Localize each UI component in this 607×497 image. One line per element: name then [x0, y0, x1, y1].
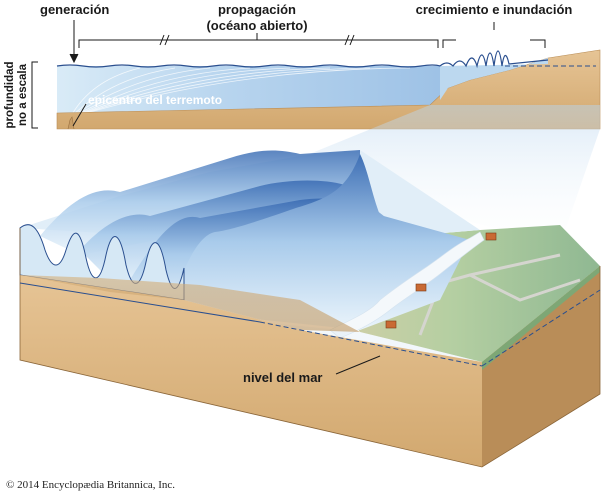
- label-growth: crecimiento e inundación: [416, 2, 573, 17]
- label-propagation-2: (océano abierto): [206, 18, 307, 33]
- houses: [385, 232, 497, 329]
- label-depth-2: no a escala: [17, 63, 29, 126]
- sea-level-dashed-side: [481, 289, 601, 367]
- sea-level-solid-water: [19, 282, 261, 323]
- leading-wave: [170, 154, 470, 330]
- label-sea-level: nivel del mar: [243, 370, 322, 385]
- label-epicenter: epicentro del terremoto: [88, 93, 222, 107]
- top-annotations: [31, 20, 546, 129]
- generation-ripples: [69, 67, 411, 119]
- block-diagram: [19, 150, 601, 468]
- house-icon: [385, 320, 397, 329]
- foam-line: [329, 231, 485, 339]
- house-icon: [485, 232, 497, 241]
- sea-level-dashed-land: [259, 321, 483, 367]
- label-generation: generación: [40, 2, 109, 17]
- copyright-credit: © 2014 Encyclopædia Britannica, Inc.: [6, 479, 176, 491]
- land-side-face: [482, 266, 600, 467]
- magnify-funnel: [270, 105, 600, 245]
- growing-waves: [439, 50, 549, 69]
- seafloor-front-face: [20, 275, 482, 467]
- house-icon: [415, 283, 427, 292]
- label-propagation-1: propagación: [218, 2, 296, 17]
- label-depth-1: profundidad: [4, 61, 16, 128]
